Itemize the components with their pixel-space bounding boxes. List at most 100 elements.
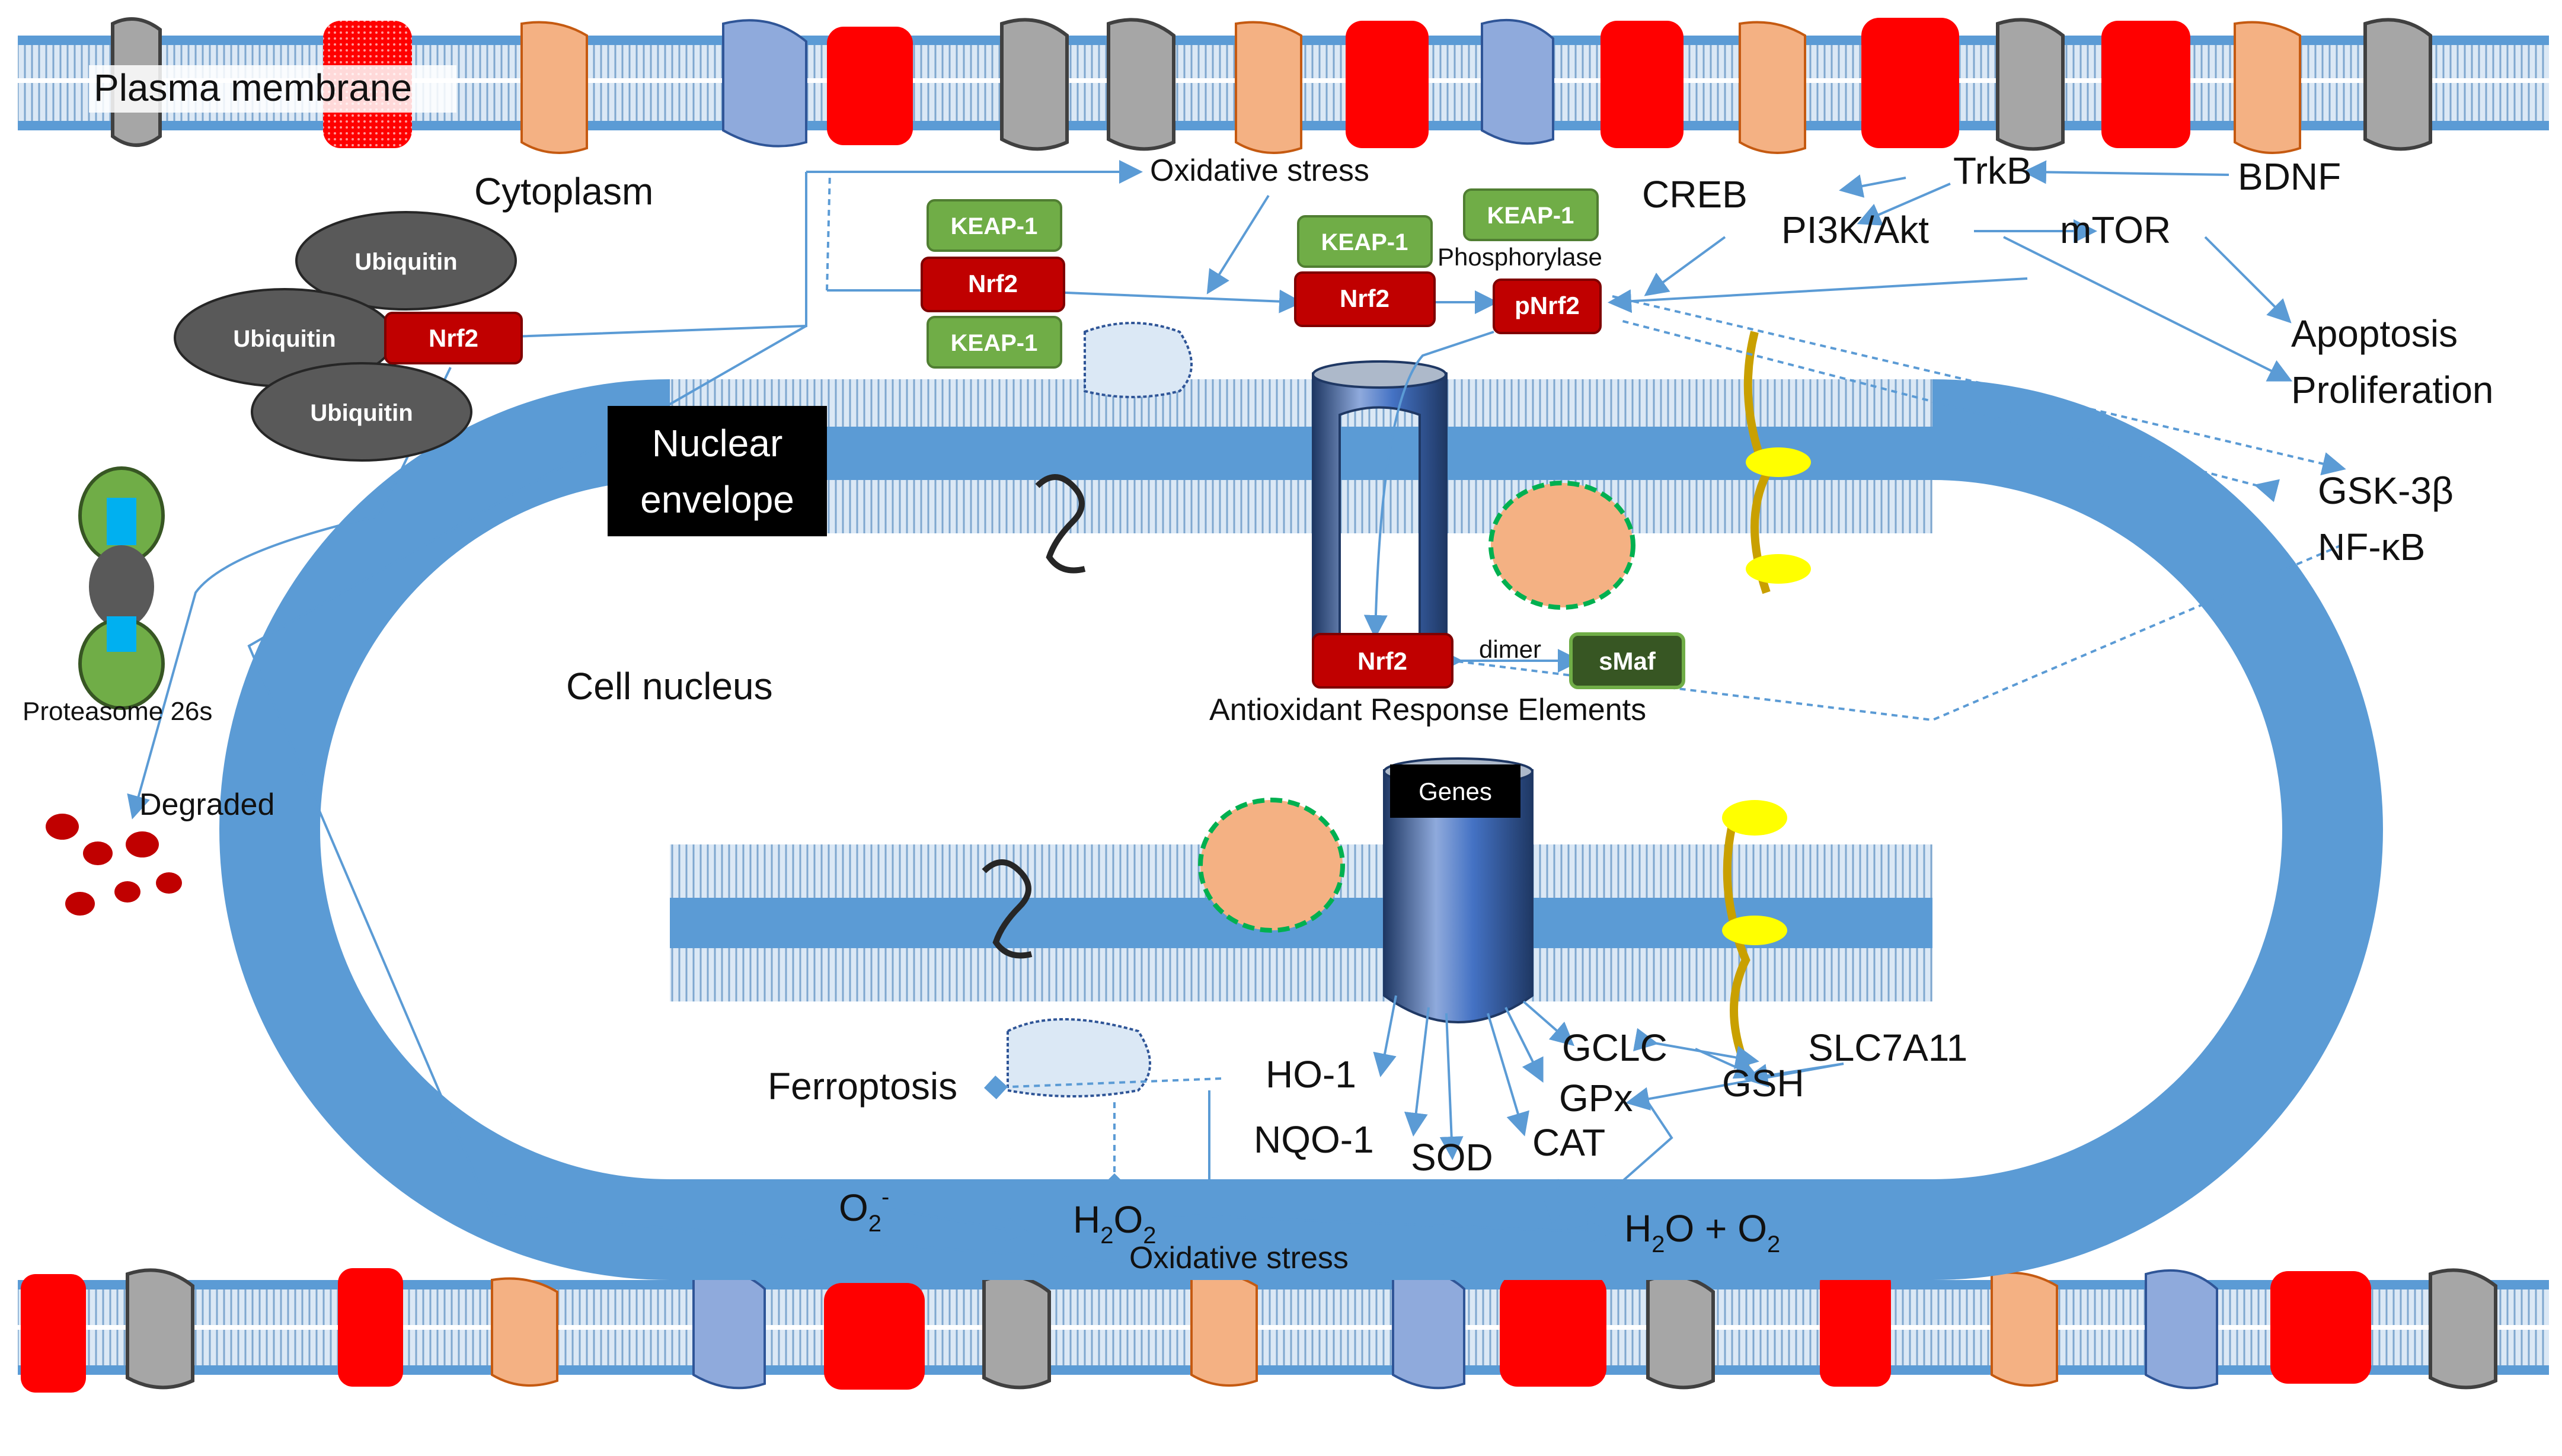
red-protein-icon: [1601, 21, 1683, 148]
nrf2-nuclear-box: [1312, 633, 1453, 689]
pathway-arrows: [127, 160, 2346, 1263]
nrf2-ubiquitinated-label: Nrf2: [429, 324, 478, 352]
ferroptosis-label: Ferroptosis: [768, 1065, 957, 1108]
red-protein-icon: [827, 27, 913, 145]
smaf-label: sMaf: [1599, 647, 1656, 675]
red-protein-icon: [1500, 1274, 1606, 1387]
mtor-label: mTOR: [2060, 209, 2171, 251]
gsh-label: GSH: [1722, 1062, 1804, 1105]
nuclear-envelope-label: Nuclear: [652, 422, 783, 465]
steel-protein-icon: [722, 19, 807, 148]
water-oxygen-label: H2O + O2: [1624, 1207, 1780, 1257]
cell-nucleus-label: Cell nucleus: [566, 665, 773, 708]
proliferation-label: Proliferation: [2291, 369, 2494, 411]
keap1-nrf2-complex: KEAP-1 Nrf2 KEAP-1: [921, 199, 1065, 369]
nfkb-label: NF-κB: [2318, 526, 2425, 568]
nuclear-envelope-label-box: [608, 406, 827, 536]
bdnf-label: BDNF: [2238, 155, 2341, 198]
steel-protein-icon: [1481, 18, 1554, 145]
nuclear-pore-top: [1312, 360, 1448, 641]
superoxide-label: O2-: [839, 1184, 889, 1237]
peach-protein-icon: [1235, 21, 1302, 154]
text-labels: Plasma membrane Cytoplasm Oxidative stre…: [23, 66, 2494, 1275]
ubiquitin-label: Ubiquitin: [310, 400, 413, 426]
nrf2-ubiquitinated-box: [384, 312, 523, 364]
peach-protein-icon: [1991, 1271, 2058, 1387]
nrf2-nuclear-label: Nrf2: [1357, 647, 1407, 675]
proteasome-icon: [78, 466, 165, 710]
envelope-protein-green-icon: [1488, 481, 1635, 610]
keap1-label: KEAP-1: [951, 213, 1038, 239]
envelope-protein-yellow-icon: [1743, 331, 1811, 594]
peach-protein-icon: [2234, 21, 2301, 154]
red-protein-icon: [1861, 18, 1959, 148]
trkb-label: TrkB: [1953, 149, 2032, 192]
slc7a11-label: SLC7A11: [1808, 1026, 1967, 1069]
ubiquitin-label: Ubiquitin: [233, 326, 336, 352]
proteasome-label: Proteasome 26s: [23, 697, 212, 726]
apoptosis-label: Apoptosis: [2291, 312, 2458, 355]
gray-protein-icon: [1107, 18, 1175, 151]
gclc-label: GCLC: [1562, 1026, 1667, 1069]
red-protein-icon: [2101, 21, 2190, 148]
pi3k-akt-label: PI3K/Akt: [1781, 209, 1929, 251]
oxidative-stress-label: Oxidative stress: [1150, 153, 1369, 188]
keap1-label: KEAP-1: [1487, 203, 1574, 229]
nrf2-box: [921, 257, 1065, 312]
envelope-protein-yellow-icon: [1722, 800, 1787, 1068]
dimer-label: dimer: [1479, 635, 1541, 663]
creb-label: CREB: [1642, 173, 1748, 216]
cat-label: CAT: [1532, 1121, 1605, 1164]
cytoplasm-label: Cytoplasm: [474, 170, 653, 213]
peach-protein-icon: [520, 21, 588, 154]
envelope-protein-dark-icon: [1035, 474, 1086, 574]
degraded-label: Degraded: [139, 788, 274, 822]
plasma-membrane-label: Plasma membrane: [94, 66, 412, 109]
plasma-membrane-bottom: [18, 1280, 2549, 1375]
steel-protein-icon: [692, 1269, 766, 1390]
ubiquitin-node: [295, 211, 517, 311]
red-protein-icon: [21, 1274, 86, 1393]
ho1-label: HO-1: [1266, 1053, 1356, 1096]
are-label: Antioxidant Response Elements: [1209, 693, 1646, 727]
pnrf2-box: [1493, 279, 1602, 334]
phosphorylase-label: Phosphorylase: [1437, 243, 1602, 271]
gray-protein-icon: [1996, 18, 2065, 151]
nqo1-label: NQO-1: [1254, 1118, 1374, 1161]
ubiquitin-label: Ubiquitin: [354, 249, 457, 275]
red-protein-icon: [824, 1283, 925, 1390]
envelope-protein-steel-icon: [1084, 322, 1193, 398]
peach-protein-icon: [1190, 1271, 1258, 1387]
keap1-box: [1463, 188, 1599, 241]
red-protein-icon: [1346, 21, 1429, 148]
hydrogen-peroxide-label: H2O2: [1073, 1198, 1157, 1249]
pnrf2-label: pNrf2: [1515, 292, 1580, 319]
nrf2-box: [1294, 271, 1436, 327]
gray-protein-icon: [126, 1268, 194, 1390]
red-protein-icon: [1820, 1268, 1891, 1387]
peach-protein-icon: [491, 1277, 558, 1387]
genes-label-box: [1390, 764, 1520, 818]
smaf-box: [1569, 632, 1685, 689]
keap1-box: [1297, 215, 1433, 268]
gpx-label: GPx: [1559, 1077, 1633, 1119]
degraded-fragments-icon: [46, 814, 182, 916]
envelope-protein-green-icon: [1198, 798, 1345, 933]
gray-protein-icon: [1000, 18, 1069, 151]
nrf2-label: Nrf2: [1340, 284, 1389, 312]
keap1-box: [927, 199, 1062, 252]
gray-protein-icon: [982, 1274, 1051, 1390]
keap1-box: [927, 316, 1062, 369]
envelope-protein-steel-icon: [1007, 1018, 1151, 1097]
sod-label: SOD: [1411, 1136, 1493, 1179]
gsk3b-label: GSK-3β: [2318, 469, 2454, 512]
peach-protein-icon: [1739, 21, 1806, 154]
genes-label: Genes: [1419, 777, 1492, 805]
nrf2-released: KEAP-1 Nrf2 KEAP-1 pNrf2: [1294, 188, 1602, 334]
ubiquitin-node: [251, 362, 472, 462]
nuclear-envelope-label: envelope: [640, 478, 794, 521]
red-protein-icon: [2270, 1271, 2371, 1384]
gray-protein-icon: [2429, 1268, 2497, 1390]
